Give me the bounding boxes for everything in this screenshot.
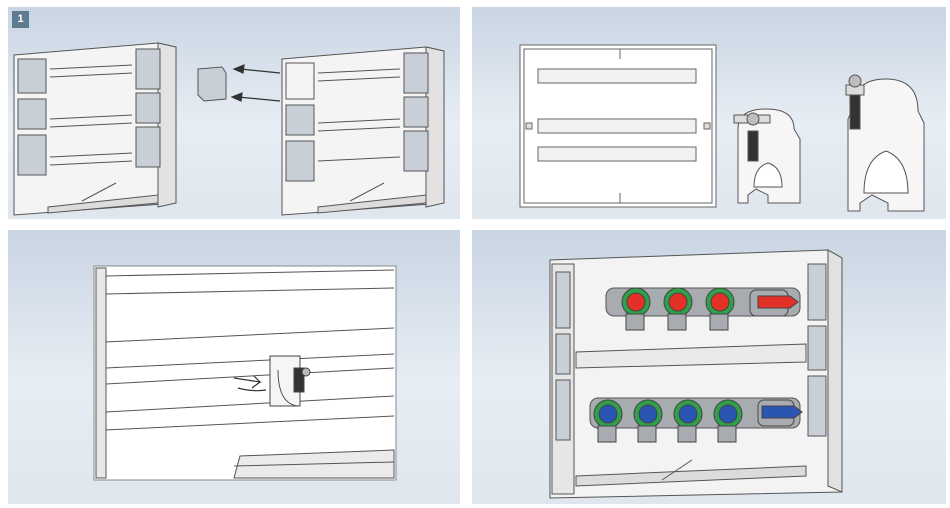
blue-valve bbox=[673, 399, 703, 443]
clamp-insertion-icon bbox=[93, 265, 397, 481]
blue-ball-valve-handle bbox=[757, 399, 803, 427]
manifold-bracket-clamps-icon bbox=[519, 44, 925, 212]
assembled-manifold-box-icon bbox=[549, 249, 843, 499]
panel-step-2-bracket-and-clamps bbox=[472, 7, 946, 219]
box-with-removable-knockout-icon bbox=[13, 42, 445, 216]
blue-valve bbox=[713, 399, 743, 443]
red-valve bbox=[705, 287, 735, 331]
arrow-icons bbox=[230, 64, 281, 102]
red-valve bbox=[663, 287, 693, 331]
insertion-arrow-icon bbox=[233, 375, 267, 392]
panel-step-1-knockout-removal: 1 bbox=[8, 7, 460, 219]
panel-step-4-assembled-manifold bbox=[472, 230, 946, 504]
manifold-box-frame bbox=[549, 249, 843, 499]
cold-water-manifold bbox=[589, 397, 803, 443]
small-pipe-clamp bbox=[733, 108, 801, 204]
red-ball-valve-handle bbox=[749, 289, 799, 317]
blue-valve bbox=[593, 399, 623, 443]
panel-step-3-clamp-insertion bbox=[8, 230, 460, 504]
clamp-being-inserted bbox=[269, 355, 311, 407]
red-valve bbox=[621, 287, 651, 331]
left-installation-box bbox=[13, 42, 177, 216]
box-detail-view bbox=[93, 265, 397, 481]
right-installation-box bbox=[281, 46, 445, 216]
mounting-plate bbox=[519, 44, 717, 208]
step-number-badge: 1 bbox=[12, 11, 29, 28]
hot-water-manifold bbox=[605, 287, 801, 331]
knockout-piece bbox=[197, 66, 227, 102]
blue-valve bbox=[633, 399, 663, 443]
large-pipe-clamp bbox=[845, 74, 925, 212]
